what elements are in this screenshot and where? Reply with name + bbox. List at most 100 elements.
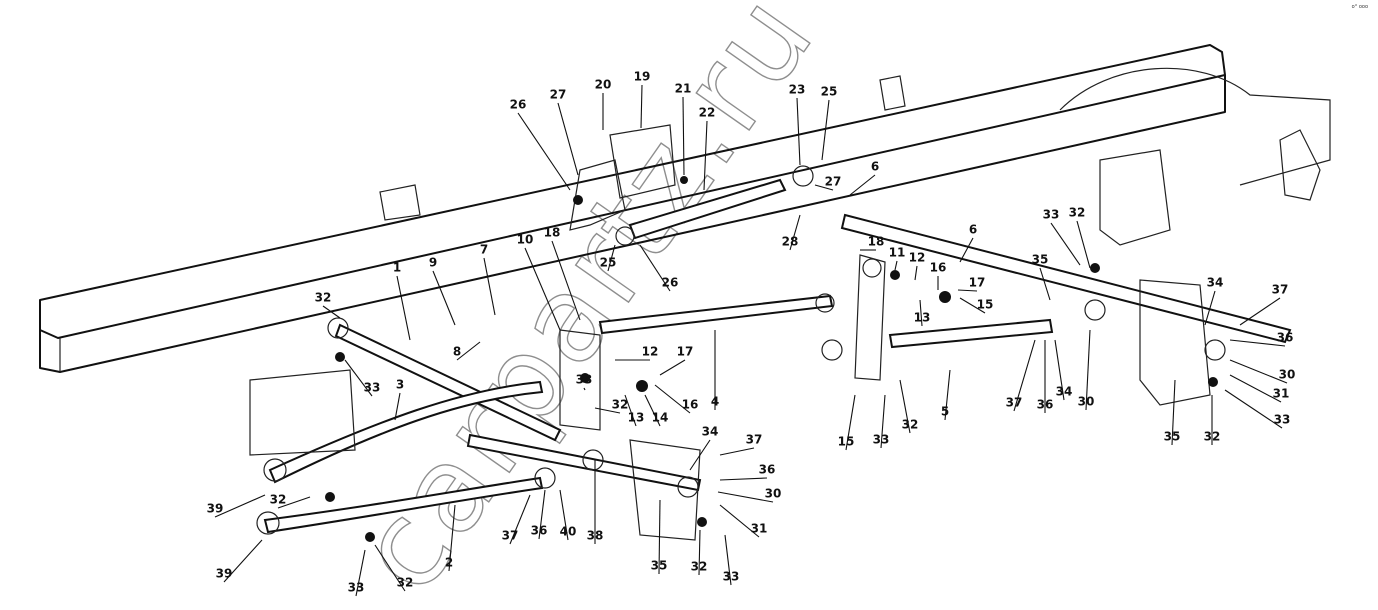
part-number-label: 30 (765, 487, 782, 501)
leader-line (717, 491, 774, 503)
part-number-label: 7 (480, 243, 488, 257)
leader-line (1239, 297, 1281, 326)
part-number-label: 33 (723, 570, 740, 584)
part-number-label: 1 (393, 261, 401, 275)
part-number-label: 15 (977, 298, 994, 312)
leader-line (658, 499, 661, 575)
leader-line (448, 504, 456, 572)
part-number-label: 37 (746, 433, 763, 447)
part-number-label: 32 (612, 398, 629, 412)
leader-line (214, 494, 266, 518)
leader-line (277, 496, 311, 509)
leader-line (1229, 359, 1288, 384)
leader-line (1224, 389, 1283, 429)
leader-line (1013, 339, 1036, 412)
part-number-label: 34 (1056, 385, 1073, 399)
leader-line (483, 257, 496, 316)
leader-line (624, 394, 637, 427)
part-number-label: 37 (1272, 283, 1289, 297)
leader-line (640, 84, 643, 129)
part-number-label: 8 (453, 345, 461, 359)
leader-line (845, 394, 856, 451)
part-number-label: 12 (642, 345, 659, 359)
part-number-label: 33 (1274, 413, 1291, 427)
part-number-label: 20 (595, 78, 612, 92)
part-number-label: 33 (348, 581, 365, 595)
leader-line (849, 174, 876, 196)
part-number-label: 17 (969, 276, 986, 290)
leader-line (894, 260, 898, 271)
part-number-label: 35 (1164, 430, 1181, 444)
leader-line (1076, 220, 1091, 269)
leader-line (814, 184, 834, 191)
part-number-label: 32 (902, 418, 919, 432)
left-tie-rods (249, 317, 707, 542)
part-number-label: 6 (871, 160, 879, 174)
leader-line (517, 112, 571, 191)
leader-line (944, 369, 951, 421)
part-number-label: 32 (270, 493, 287, 507)
part-number-label: 32 (315, 291, 332, 305)
leader-line (644, 394, 661, 427)
part-number-label: 15 (838, 435, 855, 449)
part-number-label: 36 (531, 524, 548, 538)
part-number-label: 2 (445, 556, 453, 570)
part-number-label: 17 (677, 345, 694, 359)
part-number-label: 25 (821, 85, 838, 99)
part-number-label: 33 (873, 433, 890, 447)
part-number-label: 39 (207, 502, 224, 516)
leader-line (654, 384, 691, 414)
part-number-label: 34 (1207, 276, 1224, 290)
part-number-label: 28 (782, 235, 799, 249)
leader-line (1204, 290, 1216, 326)
leader-line (899, 379, 911, 434)
leader-line (724, 534, 732, 586)
leader-line (959, 297, 986, 314)
part-number-label: 10 (517, 233, 534, 247)
leader-line (557, 102, 579, 176)
leader-line (1229, 339, 1286, 347)
part-number-label: 35 (1032, 253, 1049, 267)
part-number-label: 16 (930, 261, 947, 275)
part-number-label: 33 (364, 381, 381, 395)
leader-line (698, 529, 701, 576)
part-number-label: 23 (789, 83, 806, 97)
leader-line (796, 97, 801, 166)
leader-line (914, 265, 918, 281)
leader-line (821, 99, 830, 161)
part-number-label: 32 (691, 560, 708, 574)
part-number-label: 32 (1069, 206, 1086, 220)
leader-line (703, 120, 708, 191)
leader-line (559, 489, 569, 541)
leader-line (551, 240, 581, 321)
part-number-label: 35 (651, 559, 668, 573)
leader-line (719, 504, 760, 538)
leader-line (394, 392, 401, 421)
part-number-label: 39 (216, 567, 233, 581)
leader-line (355, 549, 366, 597)
part-number-label: 6 (969, 223, 977, 237)
leader-line (524, 247, 561, 331)
steering-damper-assembly (569, 124, 814, 246)
right-idler-arm (821, 213, 1292, 406)
leader-line (594, 407, 621, 414)
leader-line (583, 387, 586, 391)
part-number-label: 13 (628, 411, 645, 425)
leader-line (456, 341, 481, 361)
part-number-label: 18 (544, 226, 561, 240)
part-number-label: 32 (397, 576, 414, 590)
leader-line (607, 244, 616, 272)
leader-line (432, 270, 456, 326)
leader-line (719, 477, 768, 481)
leader-line (789, 214, 801, 251)
part-number-label: 33 (576, 373, 593, 387)
part-number-label: 31 (1273, 387, 1290, 401)
leader-line (919, 299, 923, 327)
leader-line (719, 447, 755, 456)
leader-line (1171, 379, 1176, 446)
corner-mark: o° ooo (1351, 4, 1368, 10)
part-number-label: 33 (1043, 208, 1060, 222)
leader-line (1054, 339, 1065, 401)
leader-line (374, 544, 406, 592)
